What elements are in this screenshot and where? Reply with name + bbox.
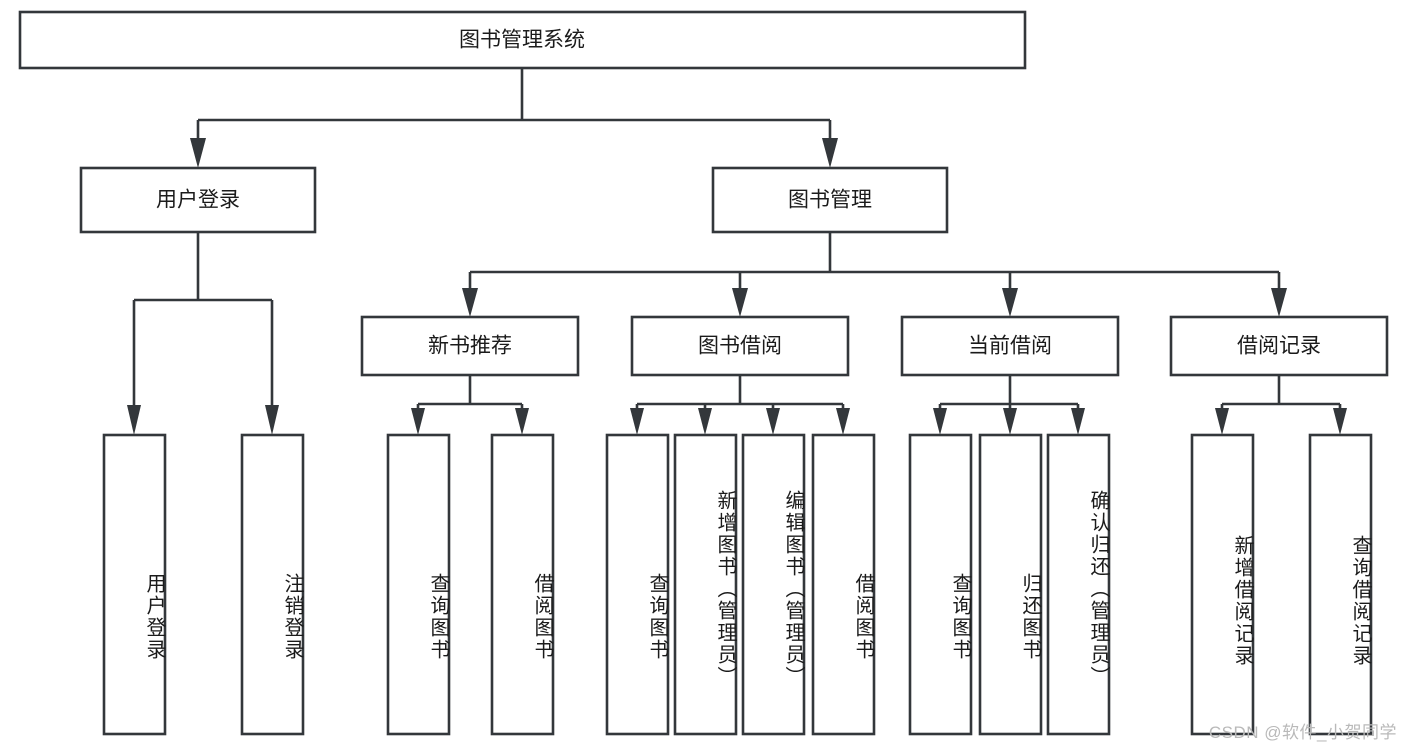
node-new-book-recommend[interactable]: 新书推荐 <box>360 315 580 377</box>
arrow-head-nb-query-book <box>411 408 425 435</box>
connector-group-user-login-to-leaves <box>127 232 279 435</box>
arrow-head-cb-return-book <box>1003 408 1017 435</box>
node-book-borrow-box[interactable] <box>630 315 850 377</box>
arrow-head-leaf-user-login <box>127 405 141 435</box>
leaf-box-cb-confirm-return[interactable] <box>1046 433 1111 736</box>
node-root-label: 图书管理系统 <box>459 29 585 52</box>
arrow-head-br-query-record <box>1333 408 1347 435</box>
node-user-login-label: 用户登录 <box>156 189 240 212</box>
connector-group-new-book-to-leaves <box>411 375 529 435</box>
arrow-head-leaf-logout <box>265 405 279 435</box>
arrow-head-bb-edit-book <box>766 408 780 435</box>
node-book-management-box[interactable] <box>711 166 949 234</box>
leaf-boxes-new-book <box>386 433 555 736</box>
node-book-management-label: 图书管理 <box>788 189 872 212</box>
leaf-box-br-query-record[interactable] <box>1308 433 1373 736</box>
node-new-book-recommend-box[interactable] <box>360 315 580 377</box>
leaf-boxes-book-borrow <box>605 433 876 736</box>
node-user-login[interactable]: 用户登录 <box>79 166 317 234</box>
leaf-boxes-user-login <box>102 433 305 736</box>
node-book-management[interactable]: 图书管理 <box>711 166 949 234</box>
node-root-box[interactable] <box>18 10 1027 70</box>
node-root[interactable]: 图书管理系统 <box>18 10 1027 70</box>
node-borrow-record[interactable]: 借阅记录 <box>1169 315 1389 377</box>
connector-group-borrow-record-to-leaves <box>1215 375 1347 435</box>
leaf-box-bb-edit-book[interactable] <box>741 433 806 736</box>
leaf-box-logout[interactable] <box>240 433 305 736</box>
arrow-head-borrow-record <box>1271 288 1287 317</box>
arrow-head-cb-query-book <box>933 408 947 435</box>
arrow-head-bb-query-book <box>630 408 644 435</box>
node-borrow-record-box[interactable] <box>1169 315 1389 377</box>
arrow-head-user-login <box>190 138 206 168</box>
leaf-box-cb-return-book[interactable] <box>978 433 1043 736</box>
arrow-head-bb-borrow-book <box>836 408 850 435</box>
node-current-borrow-label: 当前借阅 <box>968 335 1052 358</box>
connector-group-book-mgmt-to-level3 <box>462 232 1287 317</box>
node-current-borrow[interactable]: 当前借阅 <box>900 315 1120 377</box>
leaf-box-br-add-record[interactable] <box>1190 433 1255 736</box>
leaf-box-cb-query-book[interactable] <box>908 433 973 736</box>
leaf-box-user-login[interactable] <box>102 433 167 736</box>
node-book-borrow[interactable]: 图书借阅 <box>630 315 850 377</box>
leaf-box-nb-query-book[interactable] <box>386 433 451 736</box>
node-current-borrow-box[interactable] <box>900 315 1120 377</box>
node-book-borrow-label: 图书借阅 <box>698 335 782 358</box>
leaf-box-bb-query-book[interactable] <box>605 433 670 736</box>
connector-group-borrow-book-to-leaves <box>630 375 850 435</box>
arrow-head-borrow-book <box>732 288 748 317</box>
arrow-head-cb-confirm-return <box>1071 408 1085 435</box>
leaf-boxes-borrow-record <box>1190 433 1373 736</box>
connector-group-current-borrow-to-leaves <box>933 375 1085 435</box>
csdn-watermark: CSDN @软件_小贺同学 <box>1208 723 1397 742</box>
arrow-head-br-add-record <box>1215 408 1229 435</box>
node-borrow-record-label: 借阅记录 <box>1237 335 1321 358</box>
node-new-book-recommend-label: 新书推荐 <box>428 335 512 358</box>
leaf-boxes-current-borrow <box>908 433 1111 736</box>
arrow-head-nb-borrow-book <box>515 408 529 435</box>
arrow-head-new-book <box>462 288 478 317</box>
leaf-box-nb-borrow-book[interactable] <box>490 433 555 736</box>
arrow-head-book-mgmt <box>822 138 838 168</box>
connector-group-root-to-level2 <box>190 68 838 168</box>
node-user-login-box[interactable] <box>79 166 317 234</box>
arrow-head-bb-add-book <box>698 408 712 435</box>
arrow-head-current-borrow <box>1002 288 1018 317</box>
leaf-box-bb-add-book[interactable] <box>673 433 738 736</box>
leaf-box-bb-borrow-book[interactable] <box>811 433 876 736</box>
